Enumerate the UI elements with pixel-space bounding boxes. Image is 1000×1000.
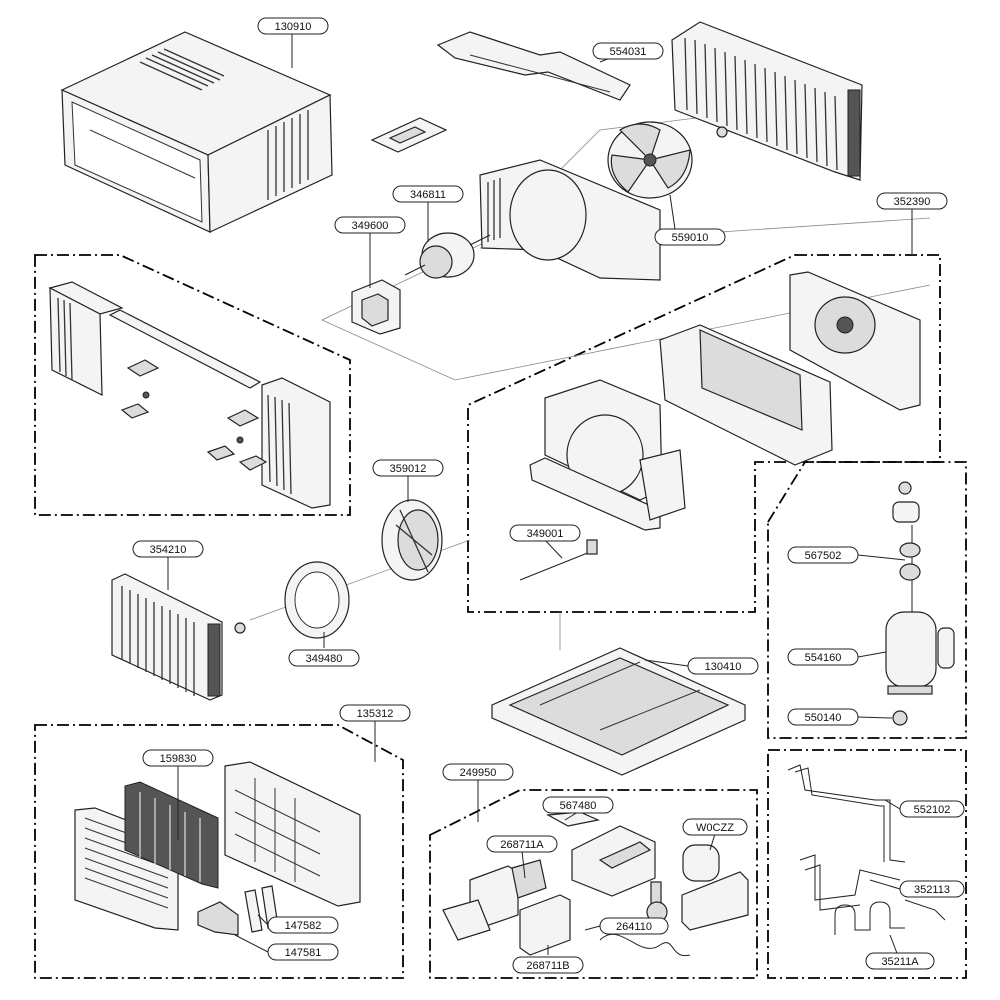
part-label-554160: 554160 — [787, 648, 859, 666]
svg-text:552102: 552102 — [914, 804, 951, 816]
part-label-354210: 354210 — [132, 540, 204, 558]
part-label-559010: 559010 — [654, 228, 726, 246]
part-label-554031: 554031 — [592, 42, 664, 60]
evaporator-housing-352390 — [529, 271, 921, 531]
part-label-567502: 567502 — [787, 546, 859, 564]
part-label-359012: 359012 — [372, 459, 444, 477]
part-label-349001: 349001 — [509, 524, 581, 542]
part-label-268711B: 268711B — [512, 956, 584, 974]
svg-text:349001: 349001 — [527, 528, 564, 540]
svg-text:159830: 159830 — [160, 753, 197, 765]
svg-text:268711A: 268711A — [500, 839, 544, 851]
top-cover-554031 — [436, 31, 631, 101]
svg-text:349600: 349600 — [352, 220, 389, 232]
part-label-567480: 567480 — [542, 796, 614, 814]
group-outline-front-frame — [34, 254, 351, 516]
group-outline-tubing — [767, 749, 967, 979]
svg-text:554031: 554031 — [610, 46, 647, 58]
group-outline-front-grille — [34, 724, 404, 979]
thermistor-349001 — [519, 539, 598, 581]
svg-text:130410: 130410 — [705, 661, 742, 673]
svg-text:352390: 352390 — [894, 196, 931, 208]
compressor-assembly — [885, 481, 955, 726]
group-outline-control-box — [429, 789, 758, 979]
base-pan-130410 — [491, 647, 746, 776]
group-outline-evaporator-housing — [467, 254, 941, 613]
control-box-assembly — [442, 811, 749, 957]
front-frame-assembly — [48, 281, 331, 509]
orifice-ring-349480 — [284, 561, 350, 639]
part-label-35211A: 35211A — [865, 952, 935, 970]
part-label-147582: 147582 — [267, 916, 339, 934]
cabinet-130910 — [60, 31, 333, 233]
part-label-349480: 349480 — [288, 649, 360, 667]
part-label-130410: 130410 — [687, 657, 759, 675]
part-label-346811: 346811 — [392, 185, 464, 203]
svg-text:554160: 554160 — [805, 652, 842, 664]
refrigerant-tubing — [787, 764, 946, 935]
svg-text:268711B: 268711B — [526, 960, 569, 972]
part-label-249950: 249950 — [442, 763, 514, 781]
motor-bracket-plate — [370, 117, 448, 153]
svg-text:349480: 349480 — [306, 653, 343, 665]
condenser-fan-559010 — [607, 121, 728, 199]
svg-text:354210: 354210 — [150, 544, 187, 556]
part-label-264110: 264110 — [599, 917, 669, 935]
svg-text:249950: 249950 — [460, 767, 497, 779]
svg-text:264110: 264110 — [616, 921, 652, 933]
part-label-352390: 352390 — [876, 192, 948, 210]
part-label-268711A: 268711A — [486, 835, 558, 853]
part-label-130910: 130910 — [257, 17, 329, 35]
svg-text:135312: 135312 — [357, 708, 394, 720]
part-label-147581: 147581 — [267, 943, 339, 961]
part-label-W0CZZ: W0CZZ — [682, 818, 748, 836]
svg-text:567502: 567502 — [805, 550, 842, 562]
part-label-349600: 349600 — [334, 216, 406, 234]
fan-motor-346811 — [404, 232, 491, 279]
part-label-550140: 550140 — [787, 708, 859, 726]
svg-text:147582: 147582 — [285, 920, 322, 932]
condenser-coil — [671, 21, 863, 181]
svg-text:147581: 147581 — [285, 947, 322, 959]
svg-text:567480: 567480 — [560, 800, 597, 812]
motor-mount-349600 — [351, 279, 401, 335]
condenser-shroud — [479, 159, 661, 281]
front-grille-assembly — [74, 761, 361, 936]
part-label-552102: 552102 — [899, 800, 965, 818]
svg-text:352113: 352113 — [914, 884, 950, 896]
svg-text:35211A: 35211A — [881, 956, 919, 968]
part-label-159830: 159830 — [142, 749, 214, 767]
svg-text:W0CZZ: W0CZZ — [696, 822, 734, 834]
evaporator-coil-354210 — [111, 573, 246, 701]
svg-text:559010: 559010 — [672, 232, 709, 244]
svg-text:359012: 359012 — [390, 463, 427, 475]
blower-wheel-359012 — [381, 499, 443, 581]
svg-text:550140: 550140 — [805, 712, 842, 724]
svg-text:130910: 130910 — [275, 21, 312, 33]
part-label-352113: 352113 — [899, 880, 965, 898]
svg-text:346811: 346811 — [410, 189, 446, 201]
group-outline-compressor — [767, 461, 967, 739]
part-label-135312: 135312 — [339, 704, 411, 722]
